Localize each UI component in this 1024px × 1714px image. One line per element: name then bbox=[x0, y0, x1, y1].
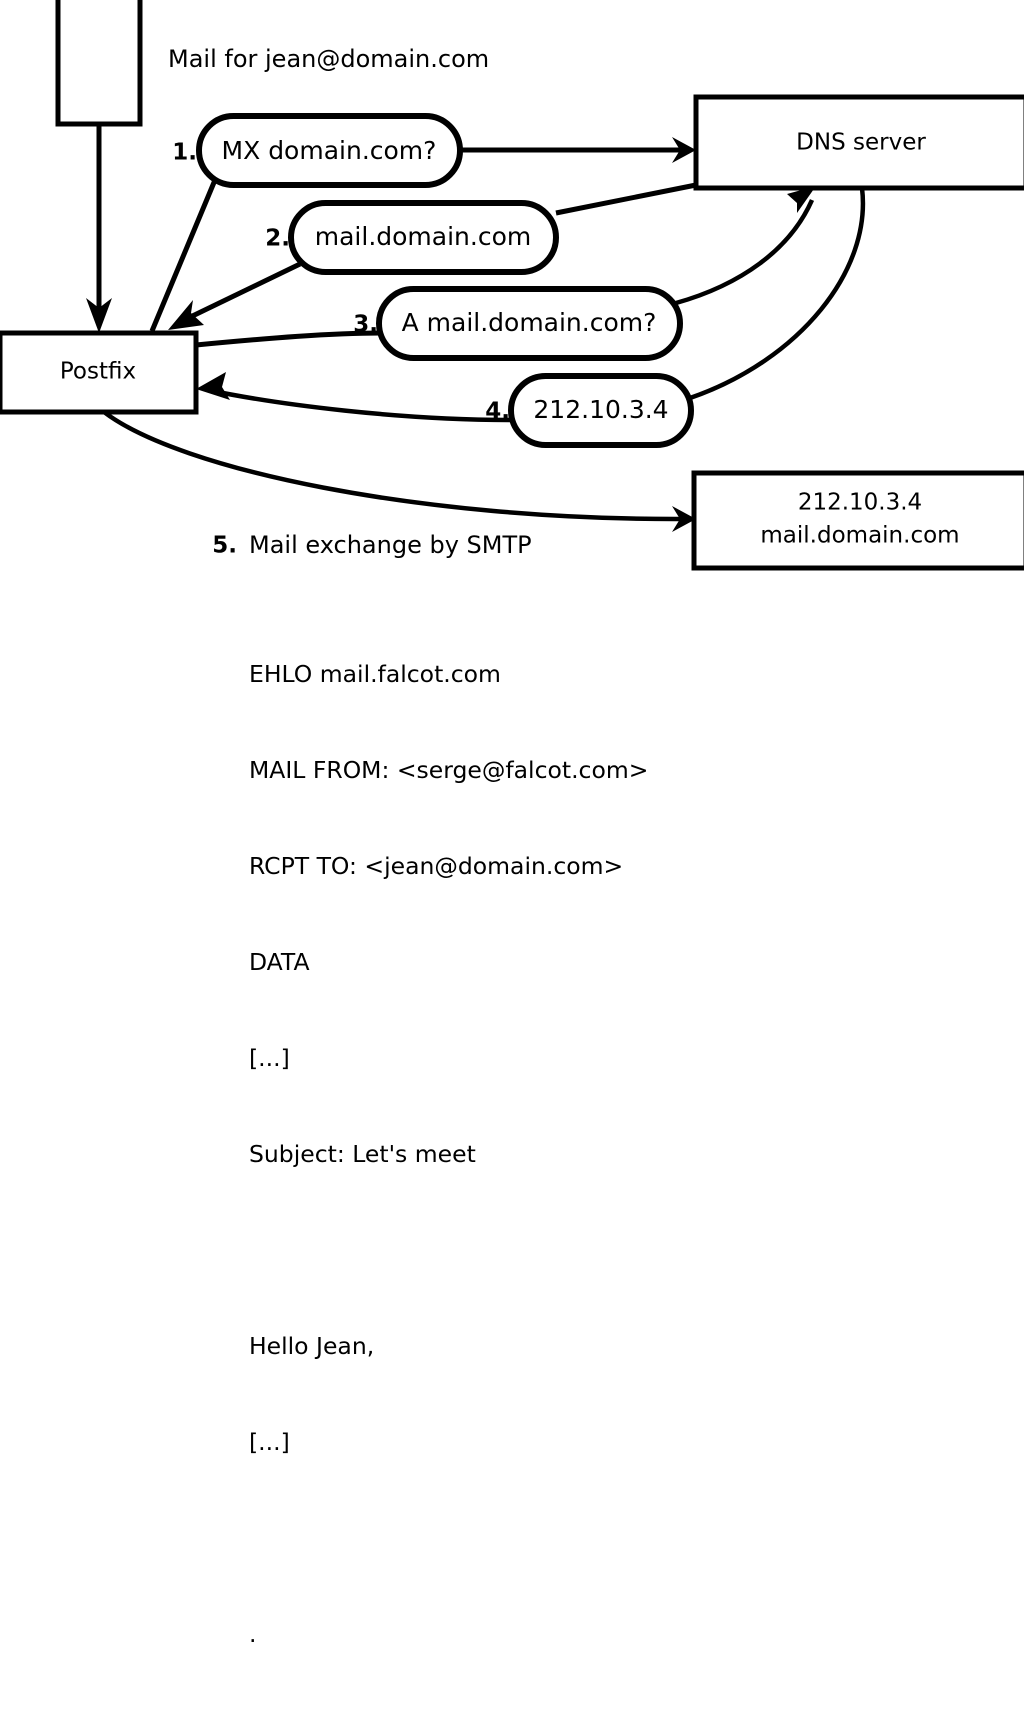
transcript-line: RCPT TO: <jean@domain.com> bbox=[249, 852, 624, 880]
step-5-number: 5. bbox=[212, 533, 237, 559]
transcript-line: [...] bbox=[249, 1428, 290, 1456]
step-3-number: 3. bbox=[353, 312, 378, 338]
node-remote-mx: 212.10.3.4 mail.domain.com bbox=[691, 470, 1024, 571]
step-3-pill: A mail.domain.com? 3. bbox=[353, 286, 683, 361]
transcript-line: DATA bbox=[249, 948, 310, 976]
transcript-line: MAIL FROM: <serge@falcot.com> bbox=[249, 756, 649, 784]
step-2-label: mail.domain.com bbox=[315, 222, 531, 251]
node-postfix-label: Postfix bbox=[60, 359, 136, 385]
node-remote-mx-ip: 212.10.3.4 bbox=[798, 490, 922, 516]
transcript-line: Hello Jean, bbox=[249, 1332, 375, 1360]
diagram-canvas: Postfix DNS server 212.10.3.4 mail.domai… bbox=[0, 0, 1024, 571]
step-2-pill: mail.domain.com 2. bbox=[265, 200, 559, 275]
incoming-mail-caption: Mail for jean@domain.com bbox=[168, 45, 489, 73]
smtp-transcript: EHLO mail.falcot.com MAIL FROM: <serge@f… bbox=[249, 594, 648, 1714]
transcript-blank-line-2 bbox=[249, 1522, 648, 1554]
step-3-label: A mail.domain.com? bbox=[402, 308, 657, 337]
step-1-pill: MX domain.com? 1. bbox=[172, 113, 463, 188]
step-2-number: 2. bbox=[265, 226, 290, 252]
mail-routing-diagram: Postfix DNS server 212.10.3.4 mail.domai… bbox=[0, 0, 1024, 1648]
transcript-line: Subject: Let's meet bbox=[249, 1140, 476, 1168]
transcript-line: . bbox=[249, 1620, 257, 1648]
node-sender-host bbox=[55, 0, 143, 127]
step-1-number: 1. bbox=[172, 140, 197, 166]
step-1-label: MX domain.com? bbox=[222, 136, 437, 165]
edge-step1-query bbox=[149, 137, 696, 332]
edge-step5-smtp bbox=[102, 410, 696, 532]
edge-step3-query bbox=[195, 186, 816, 348]
step-5-label: Mail exchange by SMTP bbox=[249, 531, 532, 559]
node-postfix: Postfix bbox=[0, 330, 199, 415]
node-remote-mx-host: mail.domain.com bbox=[760, 523, 959, 549]
node-dns-server-label: DNS server bbox=[796, 130, 926, 156]
transcript-line: [...] bbox=[249, 1044, 290, 1072]
transcript-line: EHLO mail.falcot.com bbox=[249, 660, 501, 688]
step-4-label: 212.10.3.4 bbox=[533, 395, 668, 424]
edge-step2-answer bbox=[168, 182, 697, 330]
step-4-number: 4. bbox=[485, 399, 510, 425]
node-dns-server: DNS server bbox=[693, 94, 1024, 191]
step-4-pill: 212.10.3.4 4. bbox=[485, 373, 694, 448]
transcript-blank-line bbox=[249, 1234, 648, 1266]
edge-step4-answer bbox=[196, 187, 866, 423]
edge-sender-to-postfix bbox=[86, 124, 112, 333]
